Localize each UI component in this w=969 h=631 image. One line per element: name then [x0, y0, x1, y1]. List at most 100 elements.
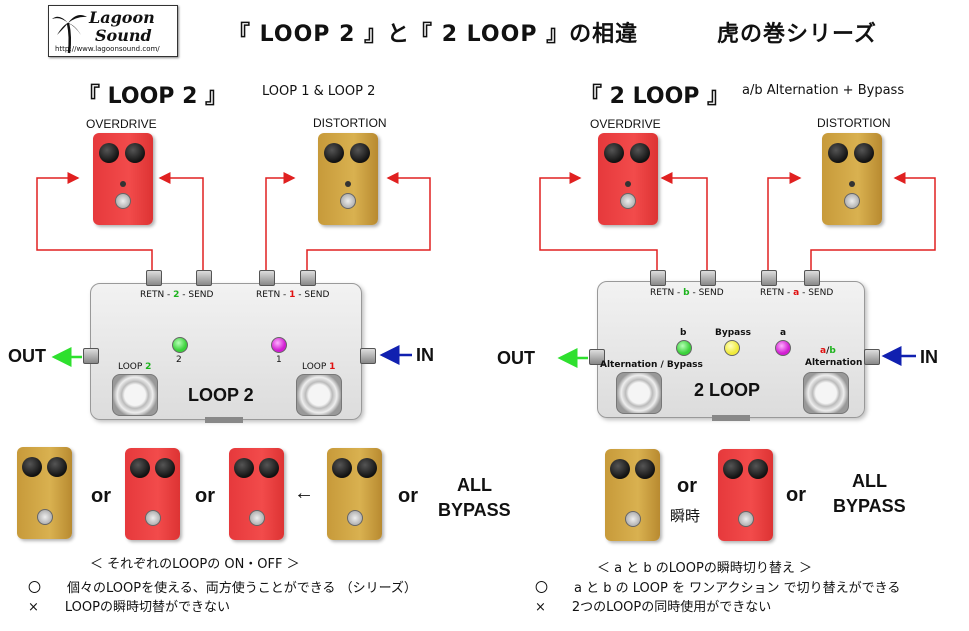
left-jack-label-2: RETN - 2 - SEND	[140, 290, 214, 300]
fsw-loop2-label: LOOP 2	[118, 362, 152, 372]
left-option-both-overdrive	[229, 448, 284, 540]
fsw-alternation-label: Alternation	[805, 358, 863, 368]
lagoon-sound-logo: Lagoon Sound http://www.lagoonsound.com/	[48, 5, 178, 57]
knob-icon	[828, 143, 848, 163]
wire-right-b-retn	[539, 172, 658, 270]
left-overdrive-label: OVERDRIVE	[86, 117, 157, 131]
jack-icon	[146, 270, 162, 286]
left-heading: 『 LOOP 2 』	[78, 84, 228, 109]
loop1-led-label: 1	[276, 355, 282, 365]
left-arrow-icon: ←	[294, 482, 314, 504]
knob-icon	[357, 458, 377, 478]
fsw-alt-bypass-label: Alternation / Bypass	[600, 360, 703, 370]
knob-icon	[748, 459, 768, 479]
wire-left-loop1-retn	[265, 172, 296, 270]
output-jack-icon	[83, 348, 99, 364]
right-option-distortion	[605, 449, 660, 541]
left-jack-label-1: RETN - 1 - SEND	[256, 290, 330, 300]
left-out-label: OUT	[8, 346, 46, 366]
led-icon	[849, 181, 855, 187]
footswitch-icon	[249, 510, 265, 526]
loop2-led	[172, 337, 188, 353]
input-jack-icon	[360, 348, 376, 364]
knob-icon	[155, 458, 175, 478]
left-subheading: LOOP 1 & LOOP 2	[262, 84, 376, 99]
wire-left-loop2-retn	[36, 172, 153, 270]
series-title: 虎の巻シリーズ	[717, 22, 877, 47]
fsw-loop1-label: LOOP 1	[302, 362, 336, 372]
loop1-led	[271, 337, 287, 353]
alternation-bypass-footswitch[interactable]	[616, 372, 662, 414]
footswitch-icon	[37, 509, 53, 525]
unit-base-tab	[712, 415, 750, 421]
knob-icon	[604, 143, 624, 163]
jack-icon	[650, 270, 666, 286]
right-in-label: IN	[920, 347, 938, 367]
palm-tree-icon	[52, 15, 87, 54]
led-icon	[345, 181, 351, 187]
alternation-footswitch[interactable]	[803, 372, 849, 414]
knob-icon	[610, 459, 630, 479]
right-jack-label-b: RETN - b - SEND	[650, 288, 724, 298]
right-overdrive-pedal	[598, 133, 658, 225]
footswitch-icon	[145, 510, 161, 526]
knob-icon	[350, 143, 370, 163]
footswitch-icon	[620, 193, 636, 209]
jack-icon	[259, 270, 275, 286]
led-icon	[625, 181, 631, 187]
or-label: or	[398, 485, 418, 507]
loop1-footswitch[interactable]	[296, 374, 342, 416]
knob-icon	[234, 458, 254, 478]
knob-icon	[130, 458, 150, 478]
wire-left-loop1-send	[306, 172, 431, 270]
bypass-label: BYPASS	[438, 500, 511, 520]
wire-left-loop2-send	[158, 172, 204, 270]
led-icon	[120, 181, 126, 187]
knob-icon	[332, 458, 352, 478]
loop2-footswitch[interactable]	[112, 374, 158, 416]
or-label: or	[677, 475, 697, 497]
bypass-led	[724, 340, 740, 356]
led-bypass-label: Bypass	[715, 328, 751, 338]
right-jack-label-a: RETN - a - SEND	[760, 288, 834, 298]
unit-base-tab	[205, 417, 243, 423]
led-a-label: a	[780, 328, 787, 338]
page-title: 『 LOOP 2 』と『 2 LOOP 』の相違	[228, 22, 639, 47]
knob-icon	[22, 457, 42, 477]
loop2-led-label: 2	[176, 355, 182, 365]
left-distortion-label: DISTORTION	[313, 116, 387, 130]
loop-b-led	[676, 340, 692, 356]
wire-right-a-send	[810, 172, 936, 270]
left-distortion-pedal	[318, 133, 378, 225]
knob-icon	[259, 458, 279, 478]
loop-a-led	[775, 340, 791, 356]
led-b-label: b	[680, 328, 687, 338]
footswitch-icon	[844, 193, 860, 209]
footswitch-icon	[340, 193, 356, 209]
all-label: ALL	[852, 471, 887, 491]
footswitch-icon	[625, 511, 641, 527]
wire-right-b-send	[660, 172, 708, 270]
right-distortion-label: DISTORTION	[817, 116, 891, 130]
right-heading: 『 2 LOOP 』	[580, 84, 730, 109]
wire-right-a-retn	[767, 172, 802, 270]
left-option-both-distortion	[327, 448, 382, 540]
or-label: or	[786, 484, 806, 506]
right-pros: 〇 a と b の LOOP を ワンアクション で切り替えができる	[535, 581, 901, 596]
right-overdrive-label: OVERDRIVE	[590, 117, 661, 131]
fsw-ab-label: a/b	[820, 346, 836, 356]
left-option-distortion	[17, 447, 72, 539]
knob-icon	[99, 143, 119, 163]
input-jack-icon	[864, 349, 880, 365]
knob-icon	[723, 459, 743, 479]
knob-icon	[635, 459, 655, 479]
all-label: ALL	[457, 475, 492, 495]
right-cons: × 2つのLOOPの同時使用ができない	[535, 600, 772, 615]
left-caption: ＜ それぞれのLOOPの ON・OFF ＞	[90, 557, 300, 572]
knob-icon	[324, 143, 344, 163]
two-loop-unit-label: 2 LOOP	[694, 380, 761, 400]
jack-icon	[804, 270, 820, 286]
left-option-overdrive	[125, 448, 180, 540]
footswitch-icon	[115, 193, 131, 209]
instant-label: 瞬時	[670, 507, 701, 525]
